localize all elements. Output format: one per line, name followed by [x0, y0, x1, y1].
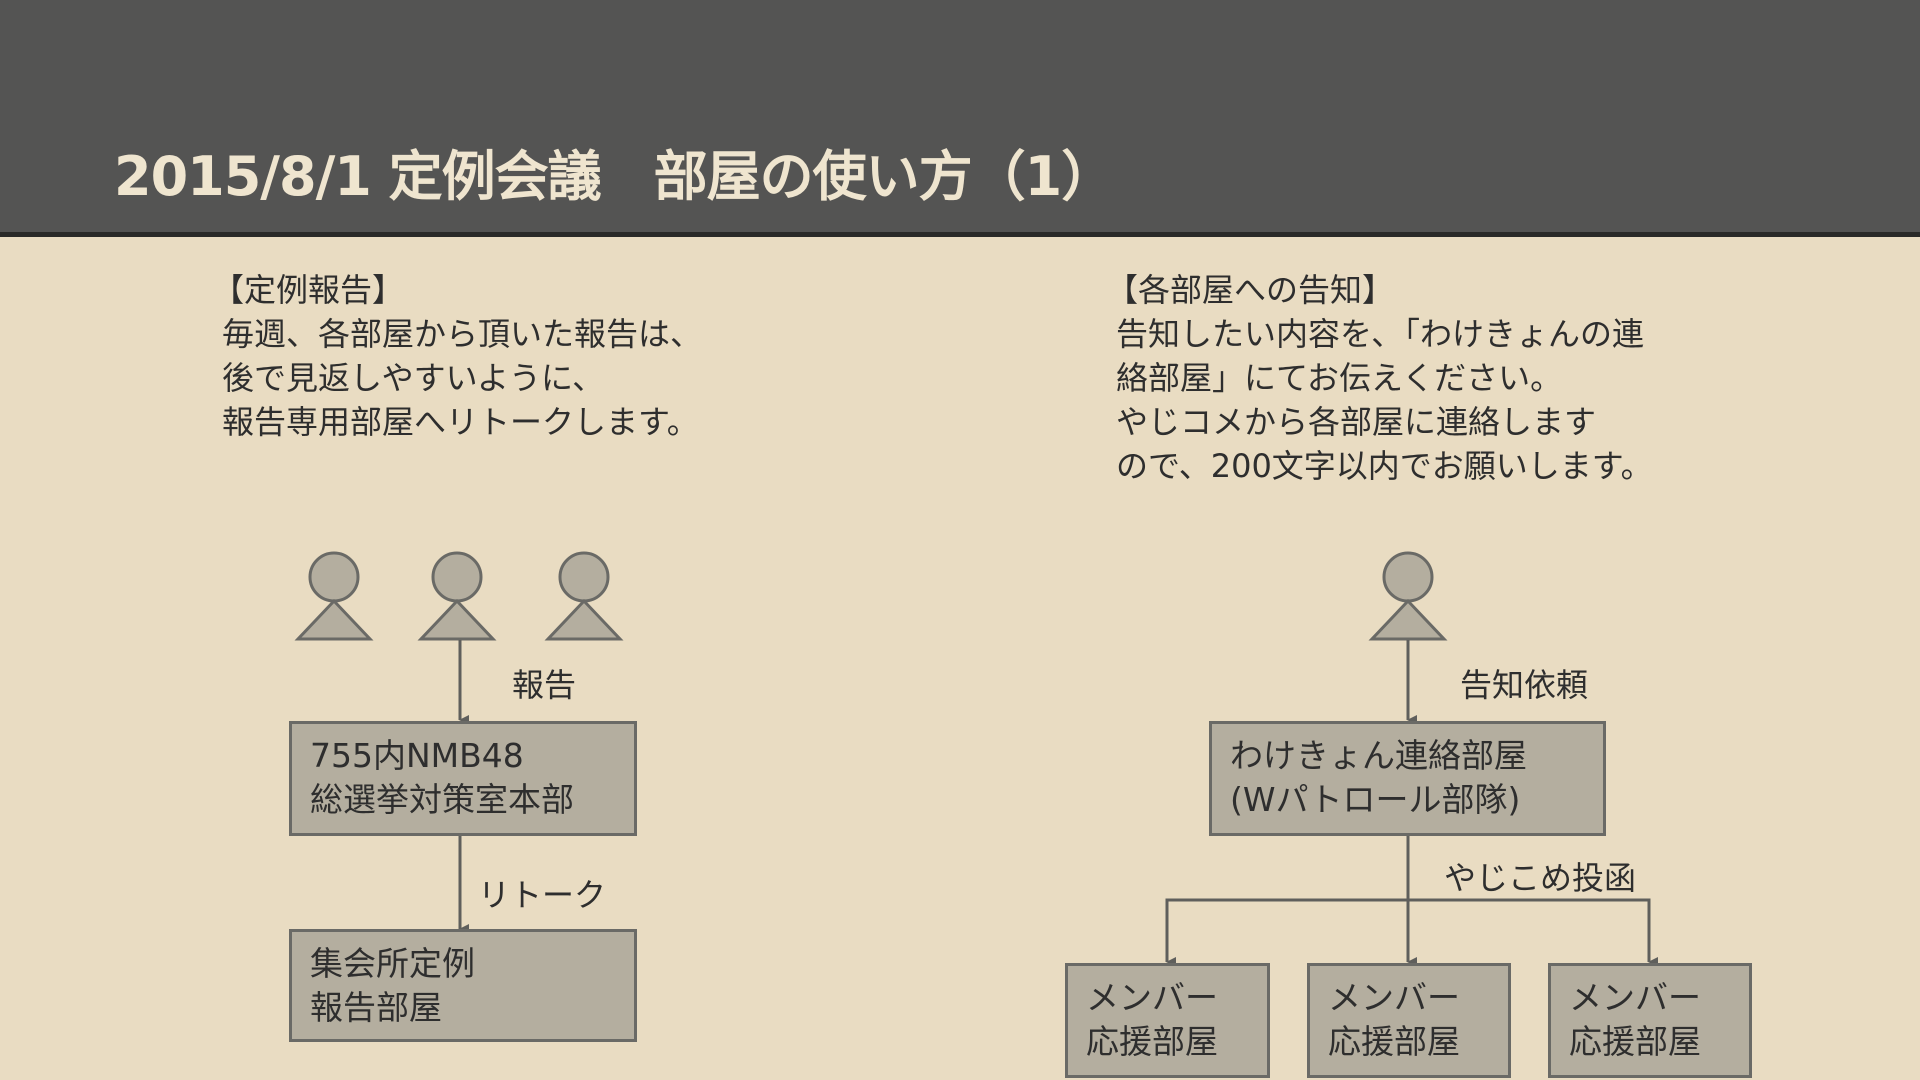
contact-room-box: わけきょん連絡部屋 (Wパトロール部隊) [1209, 721, 1606, 836]
note-line: 報告専用部屋へリトークします。 [222, 403, 699, 441]
note-line: 後で見返しやすいように、 [222, 359, 605, 397]
box-line: 応援部屋 [1328, 1022, 1460, 1061]
box-line: 集会所定例 [310, 944, 475, 983]
box-line: 応援部屋 [1569, 1022, 1701, 1061]
person-icon [1368, 551, 1448, 641]
request-label: 告知依頼 [1460, 666, 1589, 704]
note-line: 毎週、各部屋から頂いた報告は、 [222, 315, 703, 353]
person-icon [417, 551, 497, 641]
note-line: ので、200文字以内でお願いします。 [1116, 447, 1653, 485]
box-line: 報告部屋 [310, 988, 442, 1027]
member-room-box: メンバー 応援部屋 [1065, 963, 1270, 1078]
post-branch-line [1165, 898, 1651, 962]
note-heading: 【定例報告】 [212, 271, 405, 309]
member-room-box: メンバー 応援部屋 [1307, 963, 1511, 1078]
box-line: 応援部屋 [1086, 1022, 1218, 1061]
report-room-box: 集会所定例 報告部屋 [289, 929, 637, 1042]
hq-room-box: 755内NMB48 総選挙対策室本部 [289, 721, 637, 836]
post-label: やじこめ投函 [1444, 859, 1637, 897]
retalk-label: リトーク [478, 876, 607, 914]
member-room-box: メンバー 応援部屋 [1548, 963, 1752, 1078]
note-line: 告知したい内容を､「わけきょんの連 [1116, 315, 1645, 353]
person-icon [544, 551, 624, 641]
announcement-note: 【各部屋への告知】 告知したい内容を､「わけきょんの連 絡部屋」にてお伝えくださ… [1106, 268, 1653, 488]
box-line: メンバー [1569, 978, 1701, 1017]
box-line: 755内NMB48 [310, 736, 524, 775]
box-line: メンバー [1328, 978, 1460, 1017]
slide-title: 2015/8/1 定例会議 部屋の使い方（1） [114, 145, 1115, 208]
box-line: 総選挙対策室本部 [310, 780, 574, 819]
note-line: やじコメから各部屋に連絡します [1116, 403, 1597, 441]
regular-report-note: 【定例報告】 毎週、各部屋から頂いた報告は、 後で見返しやすいように、 報告専用… [212, 268, 702, 444]
box-line: (Wパトロール部隊) [1230, 780, 1521, 819]
note-heading: 【各部屋への告知】 [1106, 271, 1395, 309]
box-line: わけきょん連絡部屋 [1230, 736, 1527, 775]
slide-header: 2015/8/1 定例会議 部屋の使い方（1） [0, 0, 1920, 237]
report-label: 報告 [512, 666, 577, 704]
note-line: 絡部屋」にてお伝えください。 [1116, 359, 1563, 397]
person-icon [294, 551, 374, 641]
box-line: メンバー [1086, 978, 1218, 1017]
